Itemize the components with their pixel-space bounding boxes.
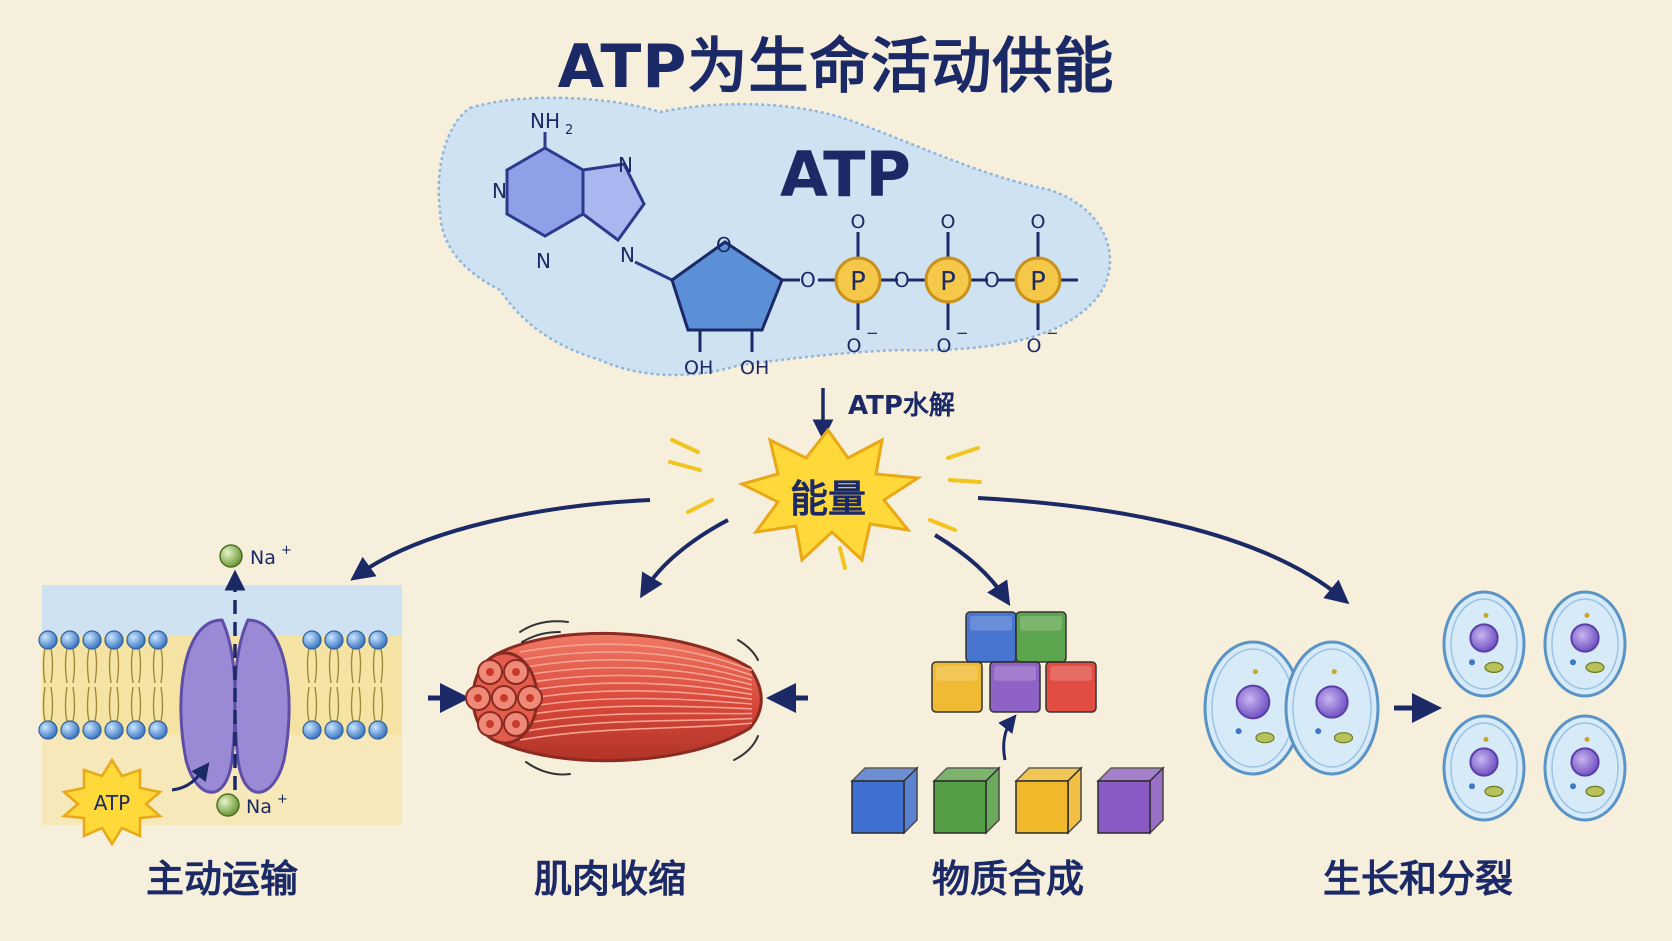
bridge-oxygen-3: O — [984, 268, 1000, 292]
bridge-oxygen-2: O — [894, 268, 910, 292]
daughter-cell-3 — [1442, 714, 1526, 822]
sodium-label-bottom: Na — [246, 796, 272, 818]
channel-protein-right — [233, 618, 291, 794]
ribose-oxygen: O — [716, 233, 732, 257]
phosphate-label-3: P — [1030, 267, 1046, 297]
cube-blue — [850, 766, 919, 835]
ring-nitrogen-2: N — [536, 249, 551, 273]
parent-cell-right — [1284, 640, 1380, 776]
caption-material-synthesis: 物质合成 — [931, 857, 1084, 901]
arrow-to-active-transport — [350, 498, 651, 581]
muscle-illustration — [428, 620, 808, 776]
block-mid-purple — [989, 661, 1041, 713]
block-mid-red — [1045, 661, 1097, 713]
ring-nitrogen-4: N — [620, 243, 635, 267]
caption-active-transport: 主动运输 — [145, 857, 298, 901]
muscle-body — [493, 631, 763, 763]
phosphate-label-2: P — [940, 267, 956, 297]
block-mid-yellow — [931, 661, 983, 713]
energy-burst: 能量 — [668, 427, 982, 570]
hydroxyl-2: OH — [740, 357, 769, 379]
block-top-blue — [965, 611, 1017, 663]
phosphate-bottom-oxygen-2: O — [937, 335, 952, 357]
active-transport-illustration: Na + Na + ATP — [38, 543, 402, 847]
sodium-label-top: Na — [250, 547, 276, 569]
daughter-cell-1 — [1442, 590, 1526, 698]
hydrolysis-label: ATP水解 — [848, 391, 955, 421]
adenine-five-ring — [581, 162, 646, 243]
arrow-to-synthesis — [933, 533, 1011, 607]
phosphate-bottom-oxygen-3: O — [1027, 335, 1042, 357]
phosphate-group-2 — [924, 256, 972, 304]
daughter-cell-4 — [1543, 714, 1627, 822]
ring-nitrogen-1: N — [492, 179, 507, 203]
caption-growth-and-division: 生长和分裂 — [1322, 857, 1513, 901]
page-title: ATP为生命活动供能 — [557, 32, 1115, 102]
phosphate-bottom-oxygen-1: O — [847, 335, 862, 357]
sodium-ion-top — [219, 544, 243, 568]
atp-badge-burst — [60, 757, 164, 847]
ribose-ring — [670, 240, 784, 332]
phosphate-top-oxygen-2: O — [941, 211, 956, 233]
atp-badge-label: ATP — [94, 791, 130, 815]
phosphate-charge-3: − — [1046, 324, 1059, 342]
amine-label: NH — [530, 109, 560, 133]
cube-green — [932, 766, 1001, 835]
phosphate-group-1 — [834, 256, 882, 304]
bridge-oxygen-1: O — [800, 268, 816, 292]
cube-yellow — [1014, 766, 1083, 835]
ring-nitrogen-3: N — [618, 153, 633, 177]
parent-cell-left — [1203, 640, 1303, 776]
phosphate-charge-2: − — [956, 324, 969, 342]
amine-subscript: 2 — [565, 123, 573, 138]
sodium-ion-bottom — [216, 793, 240, 817]
energy-label: 能量 — [790, 477, 866, 521]
sodium-charge-bottom: + — [277, 792, 288, 807]
daughter-cell-2 — [1543, 590, 1627, 698]
synthesis-illustration — [850, 611, 1165, 835]
energy-burst-star — [737, 427, 923, 563]
arrow-to-growth — [977, 496, 1350, 605]
phosphate-charge-1: − — [866, 324, 879, 342]
phospholipid-bilayer — [38, 630, 388, 740]
phosphate-group-3 — [1014, 256, 1062, 304]
phosphate-top-oxygen-1: O — [851, 211, 866, 233]
cell-division-illustration — [1203, 590, 1627, 822]
hydroxyl-1: OH — [684, 357, 713, 379]
atp-cloud-background — [437, 96, 1112, 377]
sodium-charge-top: + — [281, 543, 292, 558]
cube-purple — [1096, 766, 1165, 835]
phosphate-label-1: P — [850, 267, 866, 297]
block-top-green — [1015, 611, 1067, 663]
atp-molecule-label: ATP — [780, 138, 911, 211]
caption-muscle-contraction: 肌肉收缩 — [533, 857, 686, 901]
arrow-to-muscle — [640, 518, 729, 599]
phosphate-top-oxygen-3: O — [1031, 211, 1046, 233]
